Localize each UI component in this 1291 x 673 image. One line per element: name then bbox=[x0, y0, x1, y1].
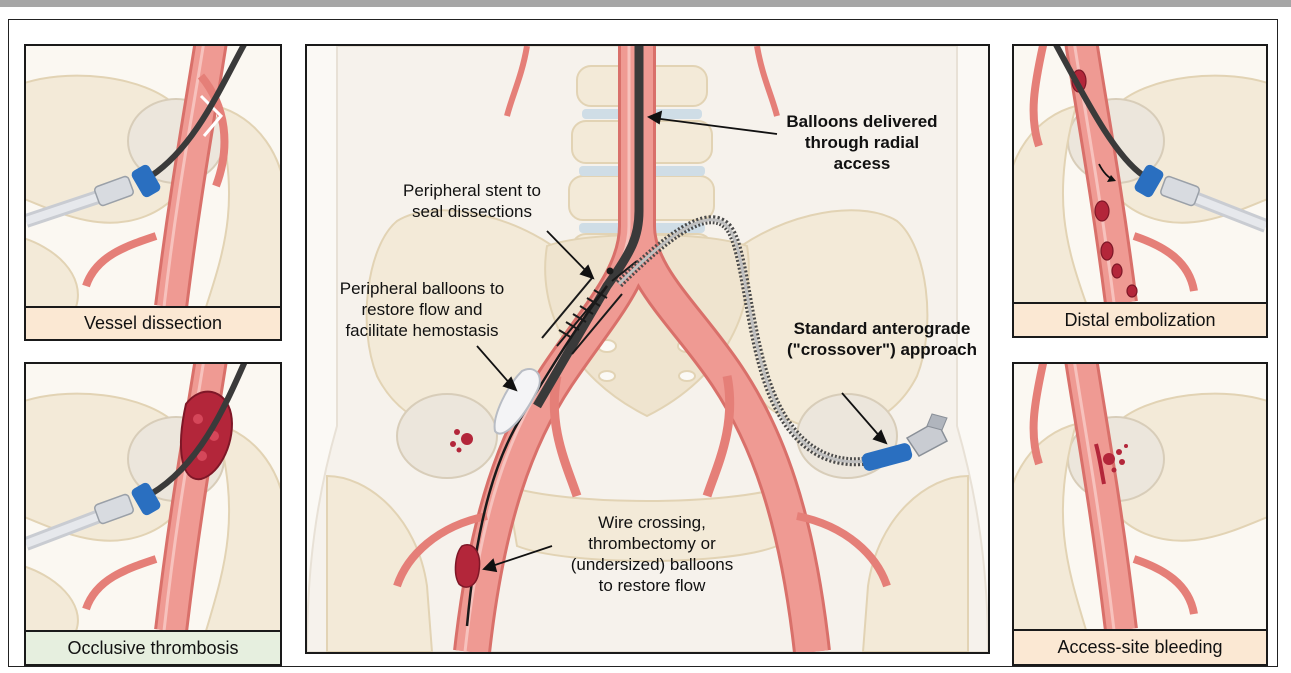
label-balloons-radial: Balloons delivered through radial access bbox=[782, 111, 942, 174]
panel-center-anatomy: Balloons delivered through radial access… bbox=[305, 44, 990, 654]
caption-distal-embolization: Distal embolization bbox=[1012, 302, 1268, 338]
thrombus bbox=[455, 545, 479, 587]
label-wire-crossing: Wire crossing, thrombectomy or (undersiz… bbox=[552, 512, 752, 596]
caption-vessel-dissection: Vessel dissection bbox=[24, 306, 282, 341]
panel-occlusive-thrombosis bbox=[24, 362, 282, 633]
caption-access-site-bleeding-text: Access-site bleeding bbox=[1057, 637, 1222, 658]
caption-occlusive-thrombosis: Occlusive thrombosis bbox=[24, 630, 282, 666]
label-peripheral-stent: Peripheral stent to seal dissections bbox=[392, 180, 552, 222]
caption-occlusive-thrombosis-text: Occlusive thrombosis bbox=[67, 638, 238, 659]
occlusive-thrombosis-illustration bbox=[26, 364, 280, 631]
top-gray-bar bbox=[0, 0, 1291, 7]
caption-distal-embolization-text: Distal embolization bbox=[1064, 310, 1215, 331]
caption-vessel-dissection-text: Vessel dissection bbox=[84, 313, 222, 334]
caption-access-site-bleeding: Access-site bleeding bbox=[1012, 629, 1268, 666]
panel-access-site-bleeding bbox=[1012, 362, 1268, 632]
panel-vessel-dissection bbox=[24, 44, 282, 309]
label-crossover-approach: Standard anterograde ("crossover") appro… bbox=[777, 318, 987, 360]
vessel-dissection-illustration bbox=[26, 46, 280, 307]
label-peripheral-balloons: Peripheral balloons to restore flow and … bbox=[332, 278, 512, 341]
access-site-bleeding-illustration bbox=[1014, 364, 1266, 630]
distal-embolization-illustration bbox=[1014, 46, 1266, 303]
panel-distal-embolization bbox=[1012, 44, 1268, 305]
